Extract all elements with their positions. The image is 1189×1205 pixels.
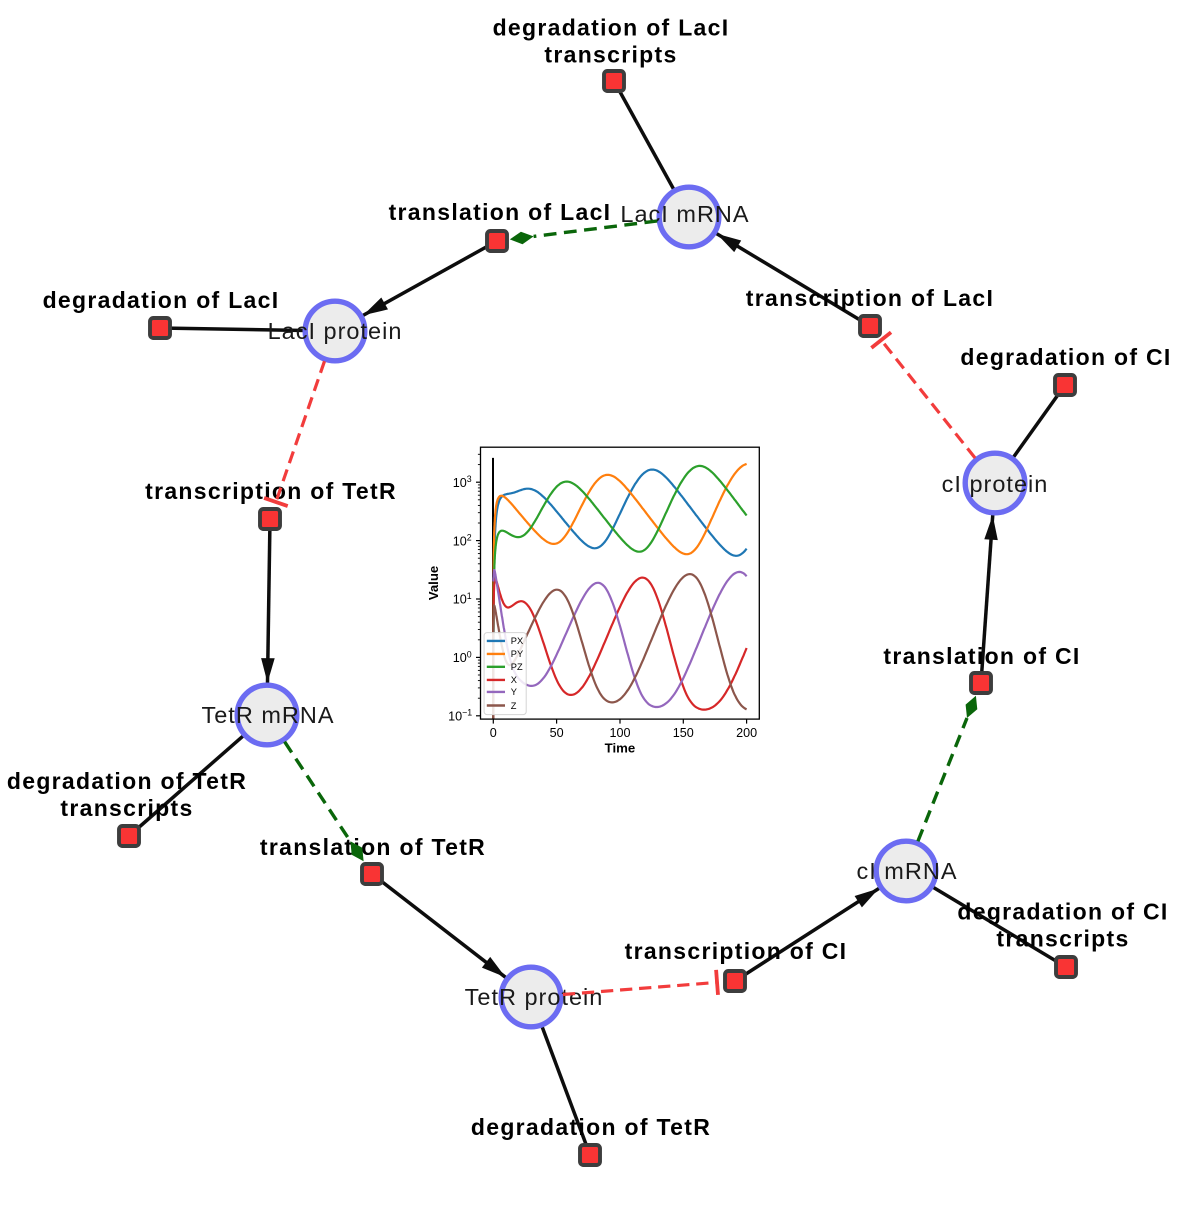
- svg-text:50: 50: [550, 726, 564, 740]
- svg-text:degradation of LacI: degradation of LacI: [43, 287, 280, 313]
- svg-text:transcripts: transcripts: [544, 42, 677, 68]
- svg-text:degradation of CI: degradation of CI: [960, 344, 1171, 370]
- svg-text:0: 0: [490, 726, 497, 740]
- svg-text:translation of LacI: translation of LacI: [389, 199, 612, 225]
- svg-text:X: X: [511, 675, 517, 685]
- svg-text:transcripts: transcripts: [996, 926, 1129, 952]
- svg-text:PX: PX: [511, 636, 523, 646]
- svg-text:degradation of TetR: degradation of TetR: [7, 768, 247, 794]
- svg-text:degradation of TetR: degradation of TetR: [471, 1114, 711, 1140]
- svg-text:LacI mRNA: LacI mRNA: [620, 201, 749, 227]
- svg-text:translation of TetR: translation of TetR: [260, 834, 486, 860]
- svg-text:TetR protein: TetR protein: [465, 984, 604, 1010]
- svg-text:200: 200: [736, 726, 757, 740]
- svg-text:cI mRNA: cI mRNA: [857, 858, 958, 884]
- svg-text:transcription of LacI: transcription of LacI: [746, 285, 994, 311]
- svg-text:150: 150: [673, 726, 694, 740]
- svg-text:100: 100: [609, 726, 630, 740]
- svg-text:degradation of CI: degradation of CI: [957, 899, 1168, 925]
- svg-text:PY: PY: [511, 649, 523, 659]
- svg-text:Time: Time: [605, 741, 636, 756]
- svg-text:LacI protein: LacI protein: [268, 318, 403, 344]
- svg-text:translation of CI: translation of CI: [883, 643, 1080, 669]
- svg-text:PZ: PZ: [511, 662, 523, 672]
- svg-text:transcription of CI: transcription of CI: [625, 938, 848, 964]
- svg-text:TetR mRNA: TetR mRNA: [201, 702, 334, 728]
- svg-text:degradation of LacI: degradation of LacI: [493, 15, 730, 41]
- svg-text:cI protein: cI protein: [942, 471, 1049, 497]
- svg-text:Y: Y: [511, 687, 517, 697]
- svg-text:Z: Z: [511, 701, 517, 711]
- svg-text:Value: Value: [426, 566, 441, 600]
- svg-text:transcripts: transcripts: [60, 795, 193, 821]
